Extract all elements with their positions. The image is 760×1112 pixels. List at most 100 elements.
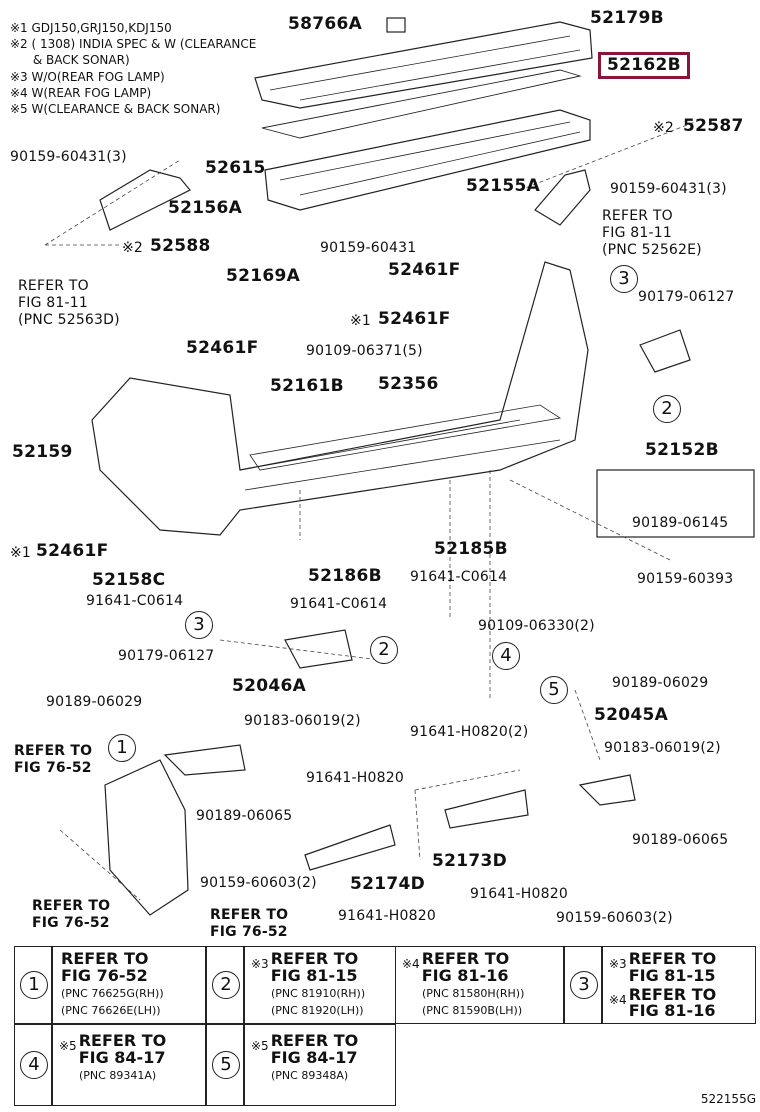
- part-52159[interactable]: 52159: [12, 442, 73, 462]
- refer-fig-81-11-52562E[interactable]: REFER TO FIG 81-11 (PNC 52562E): [602, 208, 702, 258]
- legend-ref: REFER TO FIG 84-17: [270, 1031, 359, 1067]
- box-52152B: [596, 469, 755, 538]
- part-52158C[interactable]: 52158C: [92, 570, 166, 590]
- clip-58766A-shape: [386, 17, 406, 33]
- part-52179B[interactable]: 52179B: [590, 8, 664, 28]
- part-91641-C0614[interactable]: 91641-C0614: [410, 569, 508, 585]
- callout-3: 3: [570, 971, 598, 999]
- part-91641-C0614[interactable]: 91641-C0614: [86, 593, 184, 609]
- legend-cell-1[interactable]: REFER TO FIG 76-52 (PNC 76625G(RH)) (PNC…: [52, 946, 206, 1024]
- part-52615[interactable]: 52615: [205, 158, 266, 178]
- legend-cell-4[interactable]: ※5 REFER TO FIG 84-17 (PNC 89341A): [52, 1024, 206, 1106]
- part-52588[interactable]: 52588: [150, 236, 211, 256]
- note-mark: ※1: [350, 313, 372, 329]
- legend-pnc: (PNC 81910(RH)) (PNC 81920(LH)): [271, 986, 366, 1017]
- note-mark: ※5: [59, 1039, 77, 1053]
- legend-pnc: (PNC 81580H(RH)) (PNC 81590B(LH)): [422, 986, 525, 1017]
- part-91641-H0820[interactable]: 91641-H0820: [470, 886, 568, 902]
- part-91641-H0820-2[interactable]: 91641-H0820(2): [410, 724, 529, 740]
- part-90189-06065[interactable]: 90189-06065: [632, 832, 729, 848]
- callout-4[interactable]: 4: [492, 642, 520, 670]
- legend-num-cell: 1: [14, 946, 52, 1024]
- part-90179-06127[interactable]: 90179-06127: [118, 648, 215, 664]
- reinforcement-52615-shape: [264, 109, 591, 211]
- part-52152B[interactable]: 52152B: [645, 440, 719, 460]
- part-90159-60431-3[interactable]: 90159-60431(3): [10, 149, 127, 165]
- note-mark: ※3: [251, 957, 269, 971]
- part-90109-06330-2[interactable]: 90109-06330(2): [478, 618, 595, 634]
- callout-3[interactable]: 3: [610, 265, 638, 293]
- note-line: ※3 W/O(REAR FOG LAMP): [10, 69, 165, 84]
- callout-5: 5: [212, 1051, 240, 1079]
- part-52461F[interactable]: 52461F: [388, 260, 461, 280]
- note-mark: ※5: [251, 1039, 269, 1053]
- part-52155A[interactable]: 52155A: [466, 176, 541, 196]
- legend-ref: REFER TO FIG 81-15: [270, 949, 359, 985]
- part-52461F[interactable]: 52461F: [378, 309, 451, 329]
- part-52461F[interactable]: 52461F: [186, 338, 259, 358]
- part-90189-06065[interactable]: 90189-06065: [196, 808, 293, 824]
- part-90183-06019-2[interactable]: 90183-06019(2): [244, 713, 361, 729]
- note-line: ※5 W(CLEARANCE & BACK SONAR): [10, 101, 221, 116]
- part-90159-60603-2[interactable]: 90159-60603(2): [556, 910, 673, 926]
- part-52174D[interactable]: 52174D: [350, 874, 426, 894]
- part-52461F[interactable]: 52461F: [36, 541, 109, 561]
- part-91641-H0820[interactable]: 91641-H0820: [306, 770, 404, 786]
- callout-3[interactable]: 3: [185, 611, 213, 639]
- part-90189-06029[interactable]: 90189-06029: [46, 694, 143, 710]
- legend-pnc: (PNC 89341A): [79, 1068, 157, 1082]
- part-90159-60393[interactable]: 90159-60393: [637, 571, 734, 587]
- part-52046A[interactable]: 52046A: [232, 676, 307, 696]
- part-90109-06371-5[interactable]: 90109-06371(5): [306, 343, 423, 359]
- part-52356[interactable]: 52356: [378, 374, 439, 394]
- callout-5[interactable]: 5: [540, 676, 568, 704]
- note-mark: ※3: [609, 957, 627, 971]
- legend-num-cell: 4: [14, 1024, 52, 1106]
- legend-cell-3[interactable]: ※3 REFER TO FIG 81-15 ※4 REFER TO FIG 81…: [602, 946, 756, 1024]
- note-mark: ※4: [609, 992, 627, 1007]
- bracket-52046A-shape: [163, 744, 246, 776]
- part-90159-60431[interactable]: 90159-60431: [320, 240, 417, 256]
- part-52162B-highlighted[interactable]: 52162B: [598, 52, 690, 79]
- part-52173D[interactable]: 52173D: [432, 851, 508, 871]
- mudguard-shape: [104, 759, 189, 916]
- part-52186B[interactable]: 52186B: [308, 566, 382, 586]
- retainer-52162B-shape: [261, 69, 582, 139]
- part-58766A[interactable]: 58766A: [288, 14, 363, 34]
- plate-52174D-shape: [304, 824, 396, 871]
- part-52185B[interactable]: 52185B: [434, 539, 508, 559]
- legend-ref: REFER TO FIG 81-16: [628, 984, 717, 1021]
- refer-fig-76-52[interactable]: REFER TO FIG 76-52: [14, 743, 93, 776]
- bumper-cover-52159-shape: [91, 261, 589, 536]
- part-90189-06145[interactable]: 90189-06145: [632, 515, 729, 531]
- part-90179-06127[interactable]: 90179-06127: [638, 289, 735, 305]
- part-52161B[interactable]: 52161B: [270, 376, 344, 396]
- part-90189-06029[interactable]: 90189-06029: [612, 675, 709, 691]
- legend-cell-2a[interactable]: ※3 REFER TO FIG 81-15 (PNC 81910(RH)) (P…: [244, 946, 396, 1024]
- callout-2[interactable]: 2: [653, 395, 681, 423]
- part-91641-C0614[interactable]: 91641-C0614: [290, 596, 388, 612]
- callout-2[interactable]: 2: [370, 636, 398, 664]
- callout-4: 4: [20, 1051, 48, 1079]
- reference-legend-table: 1 REFER TO FIG 76-52 (PNC 76625G(RH)) (P…: [14, 946, 756, 1106]
- legend-cell-2b[interactable]: ※4 REFER TO FIG 81-16 (PNC 81580H(RH)) (…: [396, 946, 564, 1024]
- part-52587[interactable]: 52587: [683, 116, 744, 136]
- figure-code: 522155G: [700, 1092, 756, 1106]
- part-90183-06019-2[interactable]: 90183-06019(2): [604, 740, 721, 756]
- part-91641-H0820[interactable]: 91641-H0820: [338, 908, 436, 924]
- part-52156A[interactable]: 52156A: [168, 198, 243, 218]
- part-52045A[interactable]: 52045A: [594, 705, 669, 725]
- legend-pnc: (PNC 76625G(RH)) (PNC 76626E(LH)): [61, 986, 164, 1017]
- refer-fig-81-11-52563D[interactable]: REFER TO FIG 81-11 (PNC 52563D): [18, 278, 120, 328]
- part-90159-60431-3[interactable]: 90159-60431(3): [610, 181, 727, 197]
- refer-fig-76-52[interactable]: REFER TO FIG 76-52: [210, 907, 289, 940]
- part-52169A[interactable]: 52169A: [226, 266, 301, 286]
- note-mark: ※2: [653, 120, 675, 136]
- legend-num-cell: 3: [564, 946, 602, 1024]
- bracket-52045A-shape: [578, 774, 636, 806]
- legend-cell-5[interactable]: ※5 REFER TO FIG 84-17 (PNC 89348A): [244, 1024, 396, 1106]
- refer-fig-76-52[interactable]: REFER TO FIG 76-52: [32, 898, 111, 931]
- part-90159-60603-2[interactable]: 90159-60603(2): [200, 875, 317, 891]
- callout-1[interactable]: 1: [108, 734, 136, 762]
